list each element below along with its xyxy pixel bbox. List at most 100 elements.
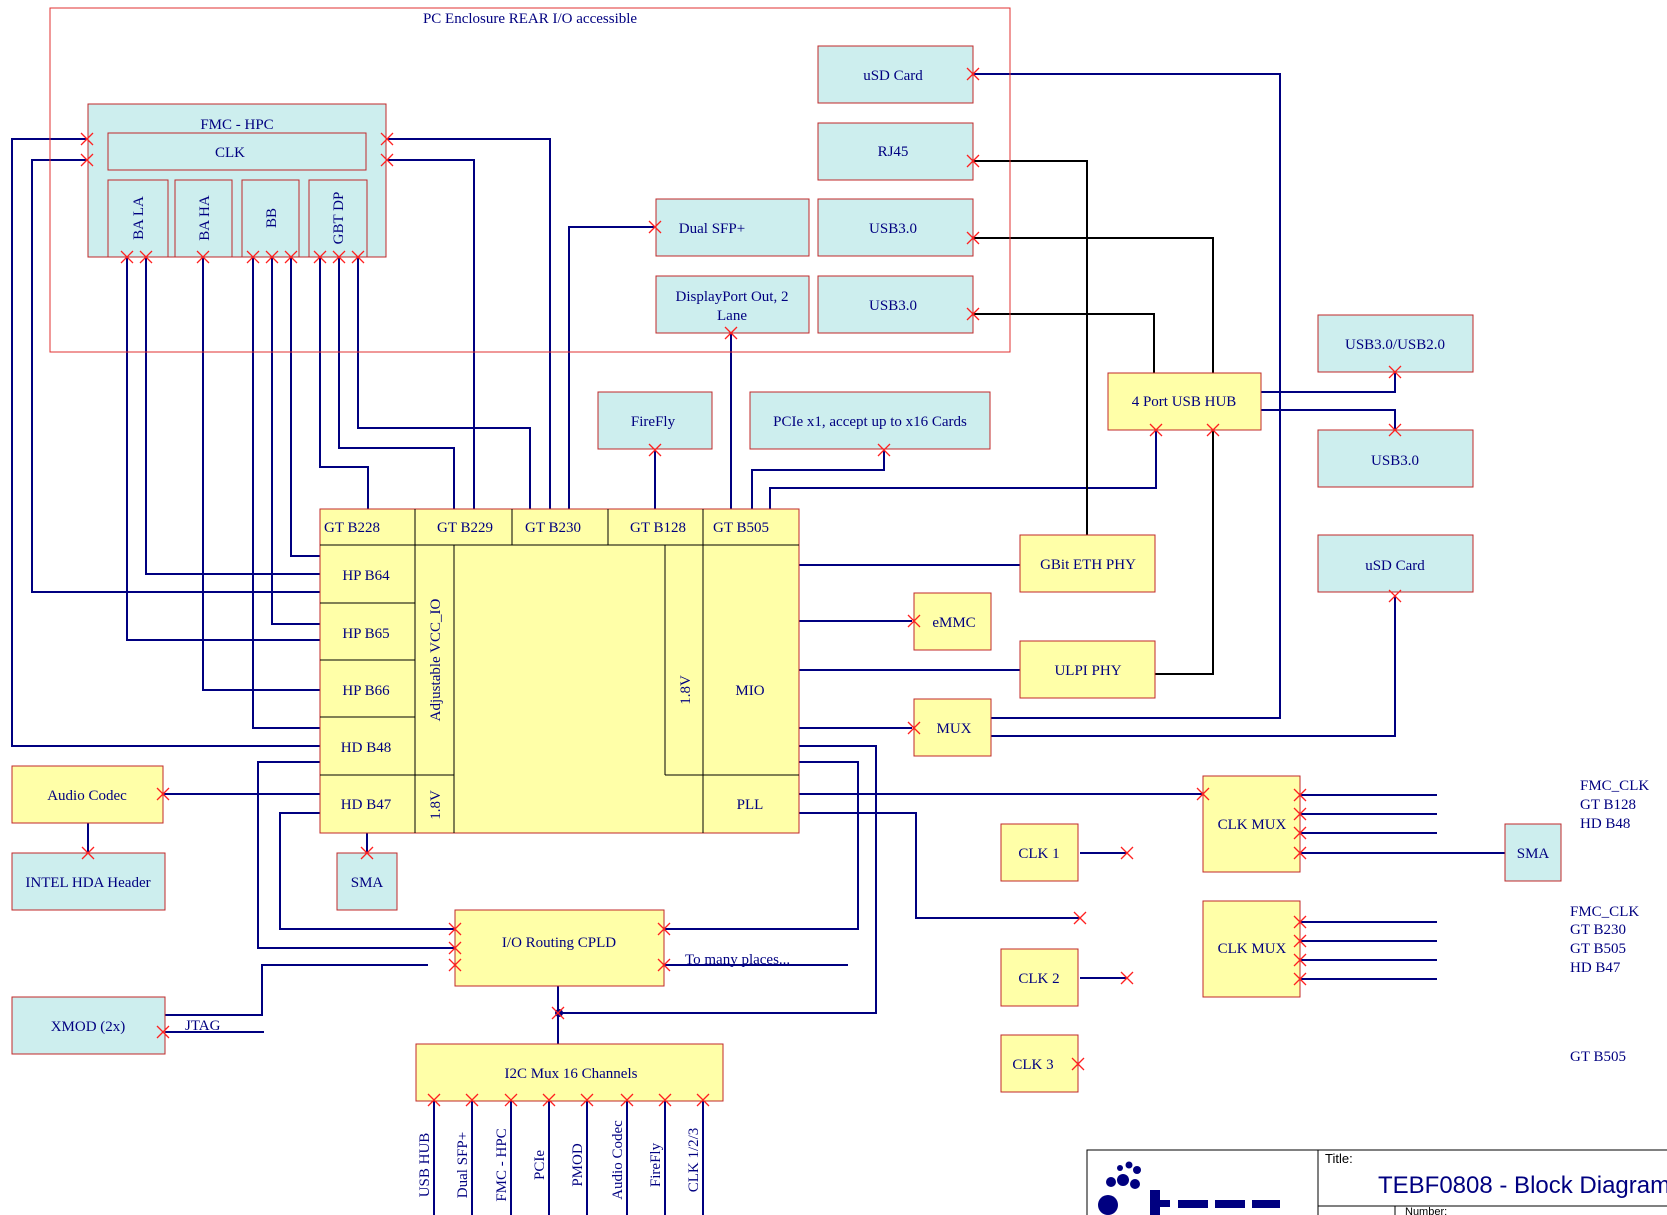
connection-marker: [648, 443, 662, 457]
fmc-bank-ba-la: BA LA: [131, 196, 147, 240]
connection-marker: [724, 326, 738, 340]
hd-b48: HD B48: [341, 740, 391, 756]
gt-b230: GT B230: [525, 520, 581, 536]
hp-b64: HP B64: [342, 568, 390, 584]
fmc-hpc-block: FMC - HPC CLK BA LA BA HA BB GBT DP: [87, 103, 387, 258]
connection-marker: [542, 1093, 556, 1107]
connection-marker: [351, 250, 365, 264]
company-logo: [1098, 1161, 1280, 1215]
dual-sfp-label: Dual SFP+: [679, 221, 745, 237]
clk2-label: CLK 2: [1018, 971, 1059, 987]
mux1-target-fmc-clk: FMC_CLK: [1580, 778, 1649, 794]
connection-marker: [1196, 787, 1210, 801]
connection-marker: [80, 132, 94, 146]
connection-marker: [580, 1093, 594, 1107]
connection-marker: [139, 250, 153, 264]
enclosure-frame: [49, 7, 1011, 353]
clock-section: CLK 1 CLK 2 CLK 3 CLK MUX CLK MUX SMA FM…: [1000, 775, 1649, 1093]
clk-mux-1-label: CLK MUX: [1218, 817, 1287, 833]
clk1-label: CLK 1: [1018, 846, 1059, 862]
usb3-usb2-label: USB3.0/USB2.0: [1345, 337, 1445, 353]
i2c-ch-audio-codec: Audio Codec: [610, 1120, 626, 1200]
vcc-18-label: 1.8V: [428, 790, 444, 820]
connection-marker: [284, 250, 298, 264]
mux2-target-gt-b505: GT B505: [1570, 941, 1626, 957]
connection-marker: [120, 250, 134, 264]
connection-marker: [448, 922, 462, 936]
i2c-ch-clk: CLK 1/2/3: [686, 1128, 702, 1193]
rear-io-boxes: uSD Card RJ45 Dual SFP+ USB3.0 DisplayPo…: [597, 45, 1474, 593]
fmc-clk-label: CLK: [215, 145, 245, 161]
i2c-ch-dual-sfp: Dual SFP+: [455, 1132, 471, 1198]
connection-marker: [966, 67, 980, 81]
displayport-line2: Lane: [717, 308, 747, 324]
connection-marker: [380, 153, 394, 167]
connection-marker: [360, 846, 374, 860]
clk-mux-2-label: CLK MUX: [1218, 941, 1287, 957]
usd-card-right-label: uSD Card: [1365, 558, 1425, 574]
connection-marker: [696, 1093, 710, 1107]
connection-marker: [1293, 826, 1307, 840]
connection-marker: [907, 721, 921, 735]
title-caption: Title:: [1325, 1151, 1353, 1166]
i2c-ch-fmc-hpc: FMC - HPC: [494, 1128, 510, 1201]
connection-marker: [246, 250, 260, 264]
clk3-target: GT B505: [1570, 1049, 1626, 1065]
mio-18-label: 1.8V: [678, 675, 694, 705]
connection-marker: [966, 154, 980, 168]
connection-marker: [196, 250, 210, 264]
fmc-bank-ba-ha: BA HA: [197, 195, 213, 241]
connection-marker: [657, 922, 671, 936]
mux1-target-gt-b128: GT B128: [1580, 797, 1636, 813]
gt-b229: GT B229: [437, 520, 493, 536]
rj45-label: RJ45: [878, 144, 909, 160]
enclosure-label: PC Enclosure REAR I/O accessible: [423, 11, 637, 27]
connection-marker: [265, 250, 279, 264]
intel-hda-label: INTEL HDA Header: [25, 875, 150, 891]
i2c-ch-firefly: FireFly: [648, 1142, 664, 1187]
sma-right-label: SMA: [1517, 846, 1550, 862]
gt-b228: GT B228: [324, 520, 380, 536]
connection-marker: [1293, 807, 1307, 821]
vcc-io-label: Adjustable VCC_IO: [428, 599, 444, 722]
connection-marker: [1071, 1057, 1085, 1071]
sma-left-label: SMA: [351, 875, 384, 891]
connection-marker: [907, 614, 921, 628]
mux2-target-hd-b47: HD B47: [1570, 960, 1621, 976]
connection-marker: [427, 1093, 441, 1107]
connection-marker: [620, 1093, 634, 1107]
connection-marker: [966, 307, 980, 321]
connection-marker: [1388, 423, 1402, 437]
connection-marker: [332, 250, 346, 264]
connection-marker: [877, 443, 891, 457]
connection-marker: [448, 941, 462, 955]
audio-codec-label: Audio Codec: [47, 788, 127, 804]
usb-hub-label: 4 Port USB HUB: [1132, 394, 1237, 410]
connection-marker: [1120, 846, 1134, 860]
hp-b66: HP B66: [342, 683, 390, 699]
connection-marker: [1149, 423, 1163, 437]
mux-label: MUX: [936, 721, 971, 737]
mux2-target-gt-b230: GT B230: [1570, 922, 1626, 938]
connection-marker: [1293, 934, 1307, 948]
firefly-label: FireFly: [631, 414, 676, 430]
usb3-b-label: USB3.0: [869, 298, 917, 314]
connection-marker: [80, 153, 94, 167]
i2c-ch-pmod: PMOD: [570, 1143, 586, 1187]
peripherals: GBit ETH PHY eMMC ULPI PHY MUX Audio Cod…: [11, 534, 1156, 1202]
usd-card-top-label: uSD Card: [863, 68, 923, 84]
connection-marker: [156, 1025, 170, 1039]
connection-marker: [1293, 846, 1307, 860]
connection-marker: [465, 1093, 479, 1107]
fmc-bank-bb: BB: [264, 208, 280, 228]
fpga-block: GT B228 GT B229 GT B230 GT B128 GT B505 …: [319, 508, 800, 834]
cpld-label: I/O Routing CPLD: [502, 935, 616, 951]
connection-marker: [1293, 972, 1307, 986]
connection-marker: [1388, 589, 1402, 603]
i2c-ch-pcie: PCIe: [532, 1150, 548, 1180]
hd-b47: HD B47: [341, 797, 392, 813]
connection-marker: [1120, 971, 1134, 985]
i2c-mux-label: I2C Mux 16 Channels: [505, 1066, 638, 1082]
gt-b505: GT B505: [713, 520, 769, 536]
clk3-label: CLK 3: [1012, 1057, 1053, 1073]
